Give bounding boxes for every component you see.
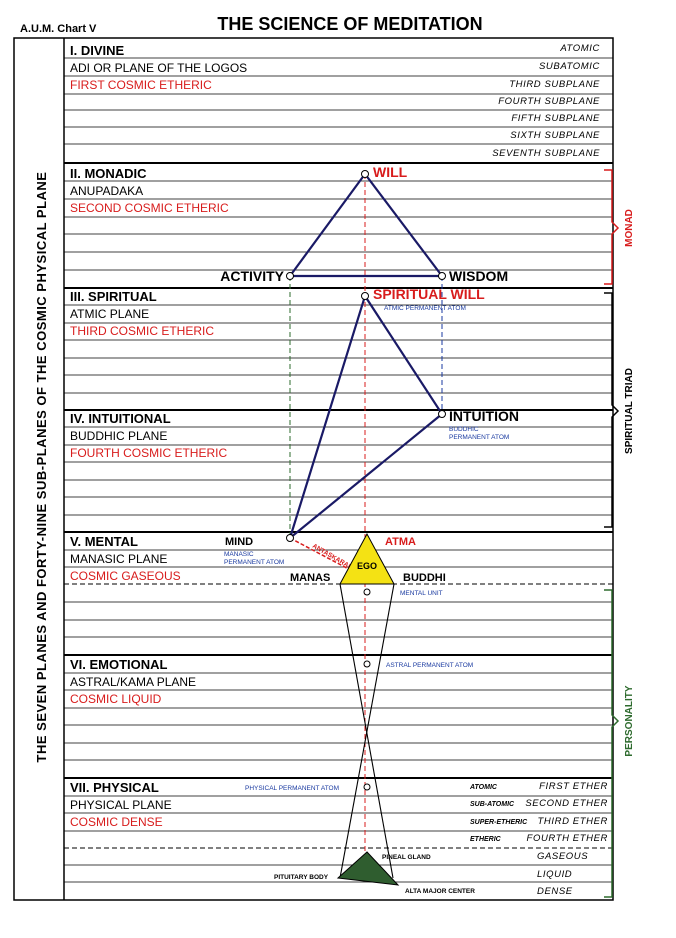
monad-label: MONAD bbox=[624, 209, 635, 247]
plane-title-emotional: VI. EMOTIONAL bbox=[70, 657, 168, 672]
chart-id: A.U.M. Chart V bbox=[20, 23, 97, 35]
ether-short-4: ETHERIC bbox=[470, 836, 502, 843]
personality-label: PERSONALITY bbox=[624, 685, 635, 756]
plane-cosmic-emotional: COSMIC LIQUID bbox=[70, 692, 162, 706]
buddhic-atom-label-2: PERMANENT ATOM bbox=[449, 434, 509, 441]
subplane-label-4: FOURTH SUBPLANE bbox=[498, 96, 600, 107]
subplane-label-3: THIRD SUBPLANE bbox=[509, 79, 600, 90]
plane-cosmic-divine: FIRST COSMIC ETHERIC bbox=[70, 78, 212, 92]
dashed-divisions bbox=[64, 583, 613, 849]
wisdom-label: WISDOM bbox=[449, 268, 508, 284]
plane-subtitle-spiritual: ATMIC PLANE bbox=[70, 307, 149, 321]
intuition-label: INTUITION bbox=[449, 408, 519, 424]
subplane-label-1: ATOMIC bbox=[559, 43, 600, 54]
plane-cosmic-monadic: SECOND COSMIC ETHERIC bbox=[70, 201, 229, 215]
plane-subtitle-mental: MANASIC PLANE bbox=[70, 552, 167, 566]
spiritual-will-node bbox=[361, 292, 369, 300]
plane-subtitle-physical: PHYSICAL PLANE bbox=[70, 798, 172, 812]
node-labels: WILL ACTIVITY WISDOM SPIRITUAL WILL ATMI… bbox=[220, 164, 519, 895]
plane-cosmic-physical: COSMIC DENSE bbox=[70, 815, 163, 829]
astral-atom-label: ASTRAL PERMANENT ATOM bbox=[386, 662, 473, 669]
triad-shape bbox=[287, 293, 444, 542]
plane-separators bbox=[64, 162, 613, 779]
spiritual-will-label: SPIRITUAL WILL bbox=[373, 286, 485, 302]
dense-label-dense: DENSE bbox=[537, 886, 573, 897]
plane-title-divine: I. DIVINE bbox=[70, 43, 125, 58]
ether-short-2: SUB-ATOMIC bbox=[470, 801, 515, 808]
plane-subtitle-monadic: ANUPADAKA bbox=[70, 184, 143, 198]
activity-label: ACTIVITY bbox=[220, 268, 284, 284]
physical-ether-labels: ATOMIC FIRST ETHER SUB-ATOMIC SECOND ETH… bbox=[469, 781, 608, 897]
atma-label: ATMA bbox=[385, 536, 416, 548]
divine-subplane-labels: ATOMIC SUBATOMIC THIRD SUBPLANE FOURTH S… bbox=[492, 43, 600, 159]
astral-atom-node bbox=[363, 660, 371, 668]
plane-title-physical: VII. PHYSICAL bbox=[70, 780, 159, 795]
manasic-atom-label-2: PERMANENT ATOM bbox=[224, 559, 284, 566]
ether-name-3: THIRD ETHER bbox=[538, 816, 608, 827]
plane-cosmic-intuitional: FOURTH COSMIC ETHERIC bbox=[70, 446, 227, 460]
buddhi-label: BUDDHI bbox=[403, 572, 446, 584]
pituitary-pineal-shape bbox=[336, 851, 400, 886]
will-node bbox=[361, 170, 369, 178]
intuition-node bbox=[438, 410, 446, 418]
chart-title: THE SCIENCE OF MEDITATION bbox=[217, 14, 482, 34]
personality-hourglass bbox=[339, 583, 395, 879]
subplane-label-2: SUBATOMIC bbox=[539, 61, 600, 72]
plane-title-intuitional: IV. INTUITIONAL bbox=[70, 411, 171, 426]
plane-title-monadic: II. MONADIC bbox=[70, 166, 147, 181]
plane-title-mental: V. MENTAL bbox=[70, 534, 138, 549]
physical-atom-label: PHYSICAL PERMANENT ATOM bbox=[245, 785, 339, 792]
subplane-label-6: SIXTH SUBPLANE bbox=[510, 130, 600, 141]
plane-title-spiritual: III. SPIRITUAL bbox=[70, 289, 157, 304]
mental-unit-node bbox=[363, 588, 371, 596]
activity-node bbox=[286, 272, 294, 280]
ether-short-3: SUPER-ETHERIC bbox=[470, 819, 528, 826]
dense-label-gaseous: GASEOUS bbox=[537, 851, 588, 862]
pituitary-label: PITUITARY BODY bbox=[274, 874, 329, 881]
mind-node bbox=[286, 534, 294, 542]
mental-unit-label: MENTAL UNIT bbox=[400, 590, 443, 597]
subplane-lines bbox=[64, 57, 613, 883]
pineal-label: PINEAL GLAND bbox=[382, 854, 431, 861]
plane-subtitle-emotional: ASTRAL/KAMA PLANE bbox=[70, 675, 196, 689]
plane-cosmic-mental: COSMIC GASEOUS bbox=[70, 569, 181, 583]
atmic-atom-label: ATMIC PERMANENT ATOM bbox=[384, 305, 466, 312]
plane-labels: I. DIVINE ADI OR PLANE OF THE LOGOS FIRS… bbox=[70, 43, 247, 829]
ether-name-4: FOURTH ETHER bbox=[527, 833, 608, 844]
subplane-label-7: SEVENTH SUBPLANE bbox=[492, 148, 600, 159]
outer-frame bbox=[13, 37, 614, 901]
buddhic-atom-label-1: BUDDHIC bbox=[449, 426, 479, 433]
ether-name-1: FIRST ETHER bbox=[539, 781, 608, 792]
plane-subtitle-intuitional: BUDDHIC PLANE bbox=[70, 429, 167, 443]
manasic-atom-label-1: MANASIC bbox=[224, 551, 254, 558]
ego-triangle bbox=[339, 532, 395, 585]
triad-bracket: SPIRITUAL TRIAD bbox=[604, 292, 635, 528]
triad-label: SPIRITUAL TRIAD bbox=[624, 368, 635, 454]
node-circles bbox=[286, 170, 446, 791]
mind-label: MIND bbox=[225, 536, 253, 548]
side-title: THE SEVEN PLANES AND FORTY-NINE SUB-PLAN… bbox=[34, 172, 49, 763]
physical-atom-node bbox=[363, 783, 371, 791]
alta-major-label: ALTA MAJOR CENTER bbox=[405, 888, 475, 895]
ether-name-2: SECOND ETHER bbox=[525, 798, 608, 809]
will-label: WILL bbox=[373, 164, 408, 180]
plane-cosmic-spiritual: THIRD COSMIC ETHERIC bbox=[70, 324, 214, 338]
subplane-label-5: FIFTH SUBPLANE bbox=[511, 113, 600, 124]
wisdom-node bbox=[438, 272, 446, 280]
ether-short-1: ATOMIC bbox=[469, 784, 498, 791]
dashed-connectors bbox=[289, 174, 443, 878]
plane-subtitle-divine: ADI OR PLANE OF THE LOGOS bbox=[70, 61, 247, 75]
antahkarana-line bbox=[289, 537, 359, 575]
monad-triangle bbox=[287, 172, 445, 278]
ego-label: EGO bbox=[357, 561, 377, 571]
personality-bracket: PERSONALITY bbox=[604, 589, 635, 898]
monad-bracket: MONAD bbox=[604, 169, 635, 285]
dense-label-liquid: LIQUID bbox=[537, 869, 572, 880]
manas-label: MANAS bbox=[290, 572, 330, 584]
